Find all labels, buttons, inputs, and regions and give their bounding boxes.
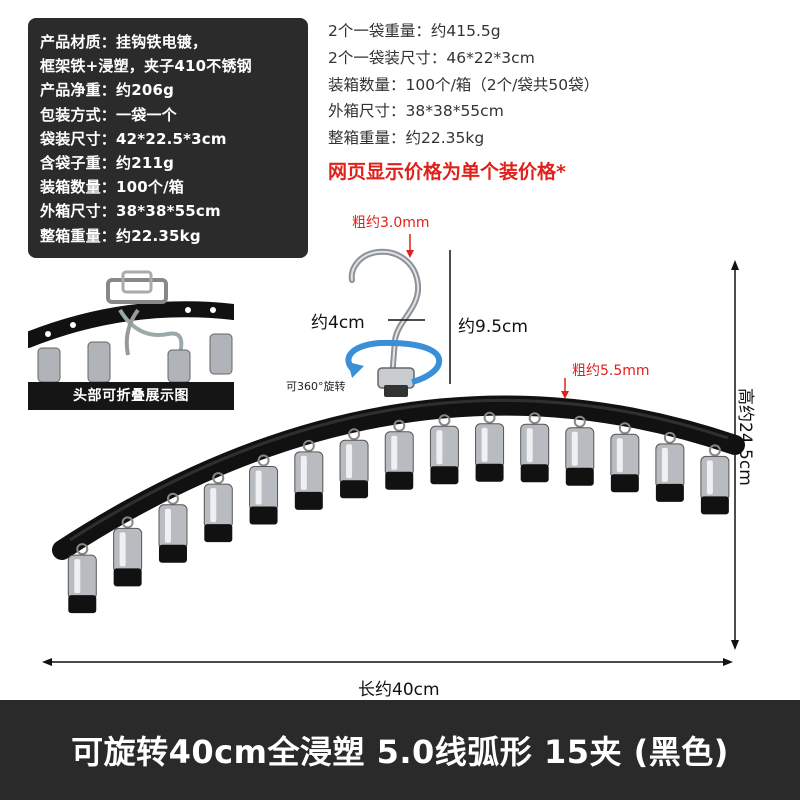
spec-line: 外箱尺寸：38*38*55cm: [40, 202, 221, 221]
spec-line: 整箱重量：约22.35kg: [40, 226, 201, 245]
spec-line: 框架铁+浸塑，夹子410不锈钢: [40, 57, 252, 76]
fold-head-inset: 头部可折叠展示图: [28, 270, 234, 410]
pack-spec-line: 2个一袋重量：约415.5g: [328, 22, 501, 40]
length-label: 长约40cm: [358, 680, 440, 700]
pack-spec-list: 2个一袋重量：约415.5g 2个一袋装尺寸：46*22*3cm 装箱数量：10…: [328, 18, 788, 187]
pack-spec-line: 2个一袋装尺寸：46*22*3cm: [328, 48, 535, 67]
frame-thickness-label: 粗约5.5mm: [572, 363, 650, 379]
clip: [339, 428, 369, 499]
fold-head-illustration: [28, 270, 234, 383]
pack-spec-line: 整箱重量：约22.35kg: [328, 129, 485, 148]
pack-spec-line: 外箱尺寸：38*38*55cm: [328, 102, 504, 121]
clip: [249, 454, 279, 525]
price-note: 网页显示价格为单个装价格*: [328, 160, 566, 183]
product-title: 可旋转40cm全浸塑 5.0线弧形 15夹 (黑色): [71, 733, 729, 771]
spec-line: 包装方式：一袋一个: [40, 105, 177, 124]
clip: [203, 472, 233, 543]
hanger-svg: [42, 234, 745, 666]
spec-line: 含袋子重：约211g: [40, 154, 175, 173]
clip: [113, 516, 143, 587]
clips-group: [67, 411, 730, 614]
spec-line: 产品净重：约206g: [40, 81, 175, 100]
clip: [294, 439, 324, 510]
hanger-frame: [52, 395, 745, 560]
clip: [655, 431, 685, 502]
clip: [475, 411, 505, 482]
clip: [384, 419, 414, 490]
hook-height-label: 约9.5cm: [458, 317, 528, 337]
spec-box: 产品材质：挂钩铁电镀， 框架铁+浸塑，夹子410不锈钢 产品净重：约206g 包…: [28, 18, 308, 258]
pack-spec-line: 装箱数量：100个/箱（2个/袋共50袋）: [328, 75, 600, 94]
hook-width-label: 约4cm: [311, 313, 365, 333]
clip: [158, 492, 188, 563]
spec-line: 产品材质：挂钩铁电镀，: [40, 33, 208, 51]
rotate-label: 可360°旋转: [286, 380, 346, 393]
hanger-drawing: 粗约3.0mm 约4cm 约9.5cm 可360°旋转 粗约5.5mm 高约24…: [42, 215, 755, 700]
inset-caption: 头部可折叠展示图: [28, 382, 234, 410]
clip: [700, 444, 730, 515]
clip: [429, 414, 459, 485]
spec-line: 袋装尺寸：42*22.5*3cm: [40, 129, 227, 148]
spec-line: 装箱数量：100个/箱: [40, 178, 184, 197]
clip: [610, 422, 640, 493]
clip: [67, 543, 97, 614]
rotate-arrow-icon: [345, 339, 443, 385]
title-bar: 可旋转40cm全浸塑 5.0线弧形 15夹 (黑色): [0, 700, 800, 800]
height-label: 高约24.5cm: [735, 388, 755, 486]
clip: [520, 412, 550, 483]
hook-thickness-label: 粗约3.0mm: [352, 215, 430, 231]
clip: [565, 415, 595, 486]
